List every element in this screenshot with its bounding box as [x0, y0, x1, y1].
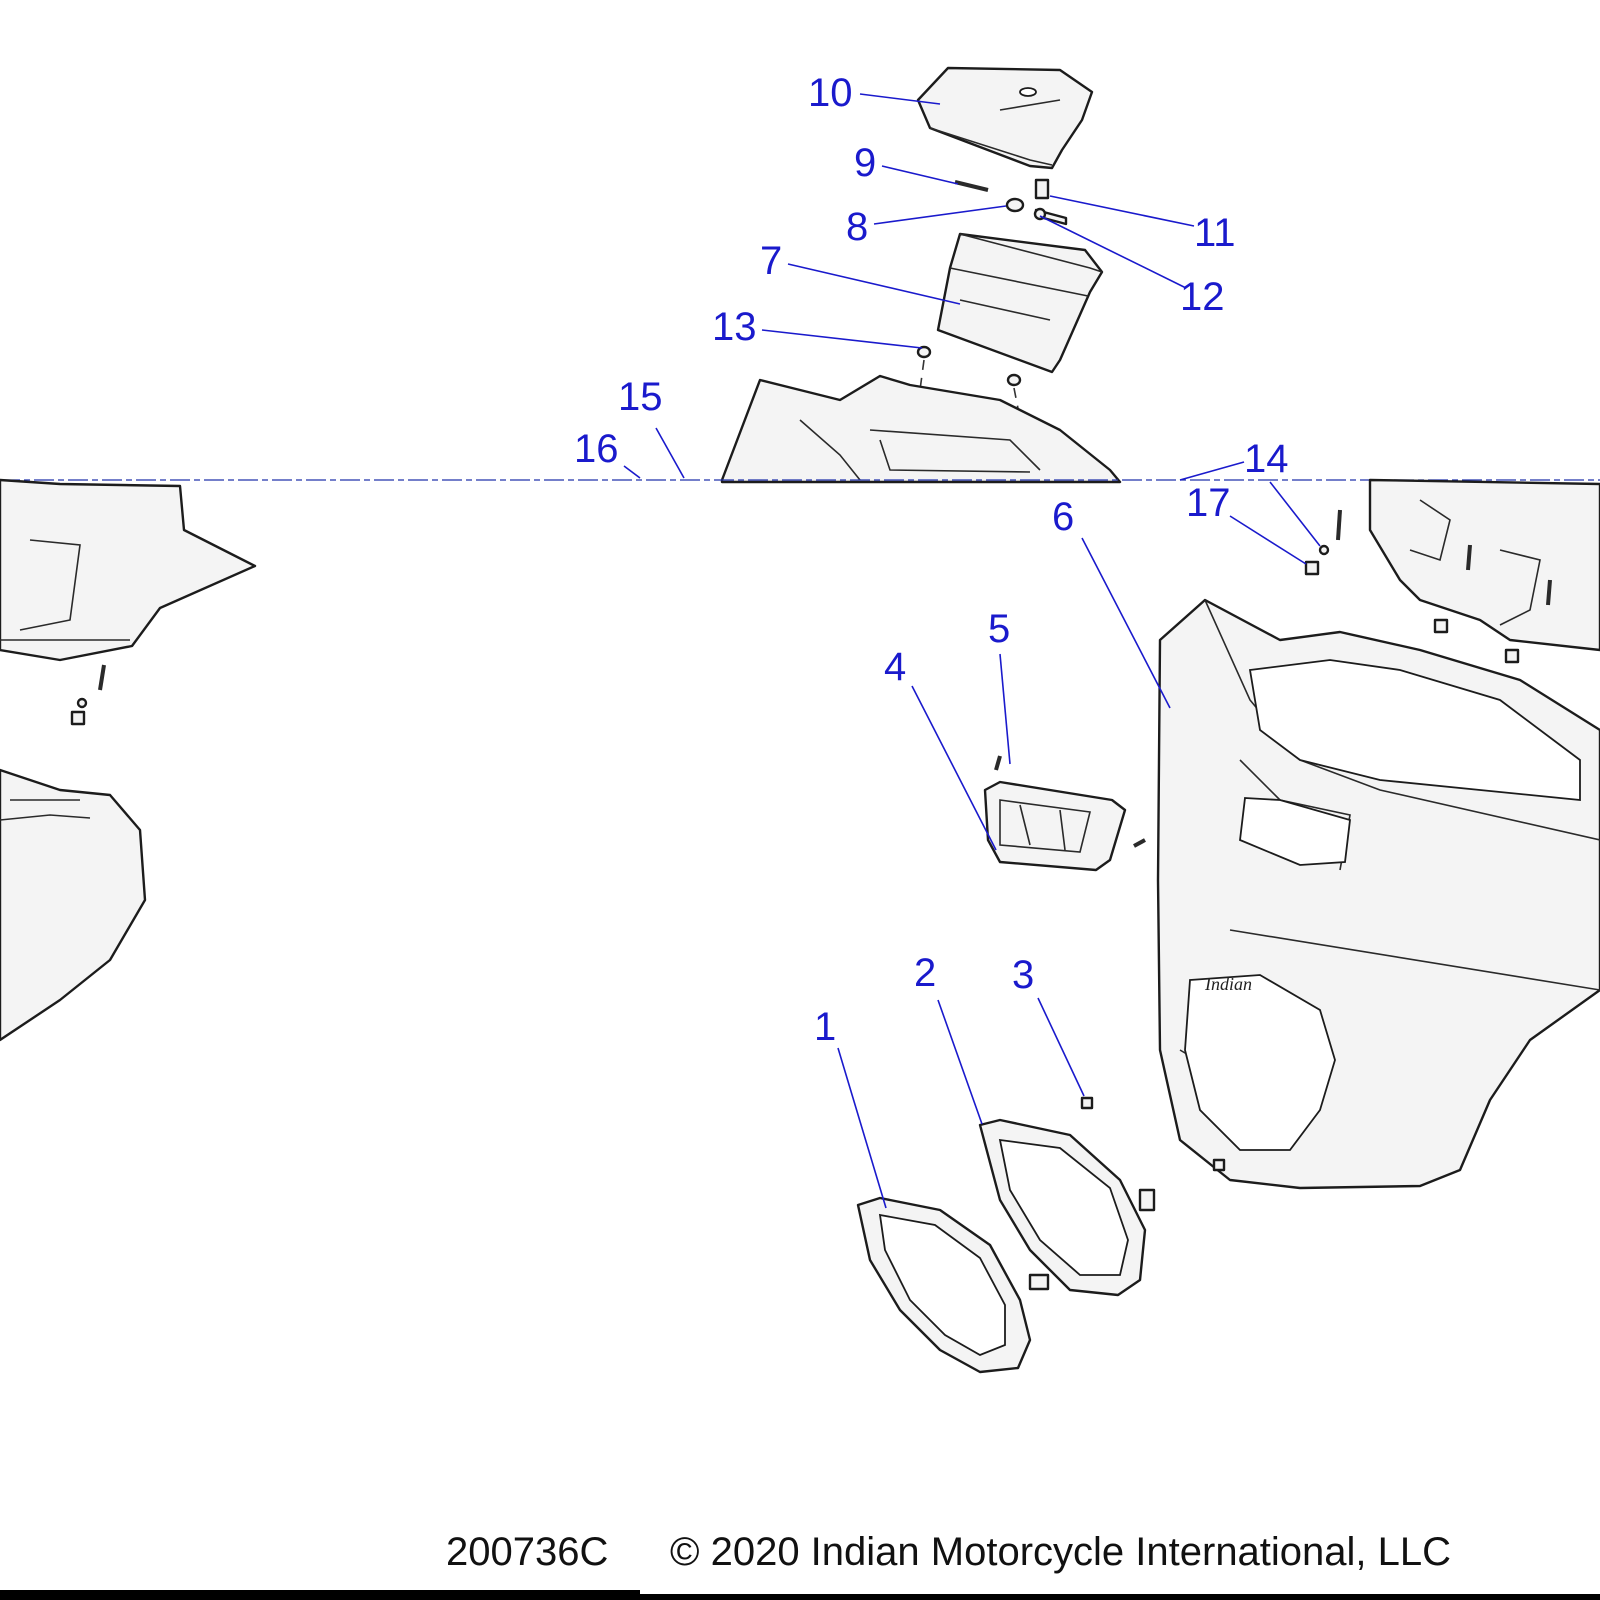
leader-7: [787, 263, 961, 305]
callout-5: 5: [988, 607, 1010, 651]
right-panel-hardware: [1304, 509, 1552, 664]
leader-11: [1049, 195, 1195, 227]
leader-4: [911, 685, 997, 851]
leader-17: [1229, 515, 1307, 565]
part-1-headlight-bezel: [856, 1196, 1050, 1374]
callout-12: 12: [1180, 275, 1225, 319]
part-6-outer-fairing: Indian: [1156, 598, 1600, 1190]
callout-14: 14: [1244, 437, 1289, 481]
callout-11: 11: [1194, 211, 1236, 255]
callout-2: 2: [914, 951, 936, 995]
leader-3: [1037, 997, 1085, 1097]
drawing-number: 200736C: [446, 1530, 609, 1574]
leader-1: [837, 1047, 887, 1209]
callout-13: 13: [712, 305, 757, 349]
inner-fairing-upper: [720, 374, 1122, 484]
leader-lines: [623, 93, 1321, 1209]
part-2-headlight-trim: [978, 1118, 1156, 1297]
leader-15: [655, 427, 685, 479]
left-panel-lower: [0, 768, 147, 1042]
brand-script-logo: Indian: [1204, 974, 1252, 994]
leader-14: [1179, 461, 1245, 481]
part-4-vent-duct: [983, 780, 1127, 872]
callout-16: 16: [574, 427, 619, 471]
callout-9: 9: [854, 141, 876, 185]
part-10-lid: [916, 66, 1094, 170]
leader-2: [937, 999, 983, 1125]
fairing-clips: [1080, 1096, 1226, 1172]
copyright-notice: © 2020 Indian Motorcycle International, …: [670, 1530, 1452, 1574]
callout-1: 1: [814, 1005, 836, 1049]
callout-6: 6: [1052, 495, 1074, 539]
callout-15: 15: [618, 375, 663, 419]
callout-numbers: 10 9 8 11 12 7 13 15 16 14 17 6 5 4 3 2 …: [574, 71, 1289, 1049]
part-7-storage-bin: [936, 232, 1104, 374]
leader-16: [623, 465, 641, 479]
callout-17: 17: [1186, 481, 1231, 525]
left-panel-upper: [0, 478, 257, 662]
leader-6: [1081, 537, 1171, 709]
bottom-border-right: [640, 1594, 1600, 1600]
part-12-hinge: [1033, 207, 1068, 226]
leader-8: [873, 205, 1007, 225]
part-11-latch: [1034, 178, 1050, 200]
leader-10: [859, 93, 941, 105]
left-panel-fastener: [70, 664, 106, 726]
callout-7: 7: [760, 239, 782, 283]
leader-12: [1039, 215, 1187, 289]
leader-14b: [1269, 481, 1321, 547]
part-5-screw: [994, 755, 1146, 848]
bottom-border-left: [0, 1590, 640, 1600]
part-9-pin: [954, 180, 989, 192]
callout-10: 10: [808, 71, 853, 115]
callout-8: 8: [846, 205, 868, 249]
leader-5: [999, 653, 1011, 765]
leader-9: [881, 165, 959, 185]
part-8-bumper: [1005, 197, 1025, 213]
right-panel-upper: [1368, 478, 1600, 652]
callout-3: 3: [1012, 953, 1034, 997]
leader-13: [761, 329, 923, 349]
callout-4: 4: [884, 645, 906, 689]
